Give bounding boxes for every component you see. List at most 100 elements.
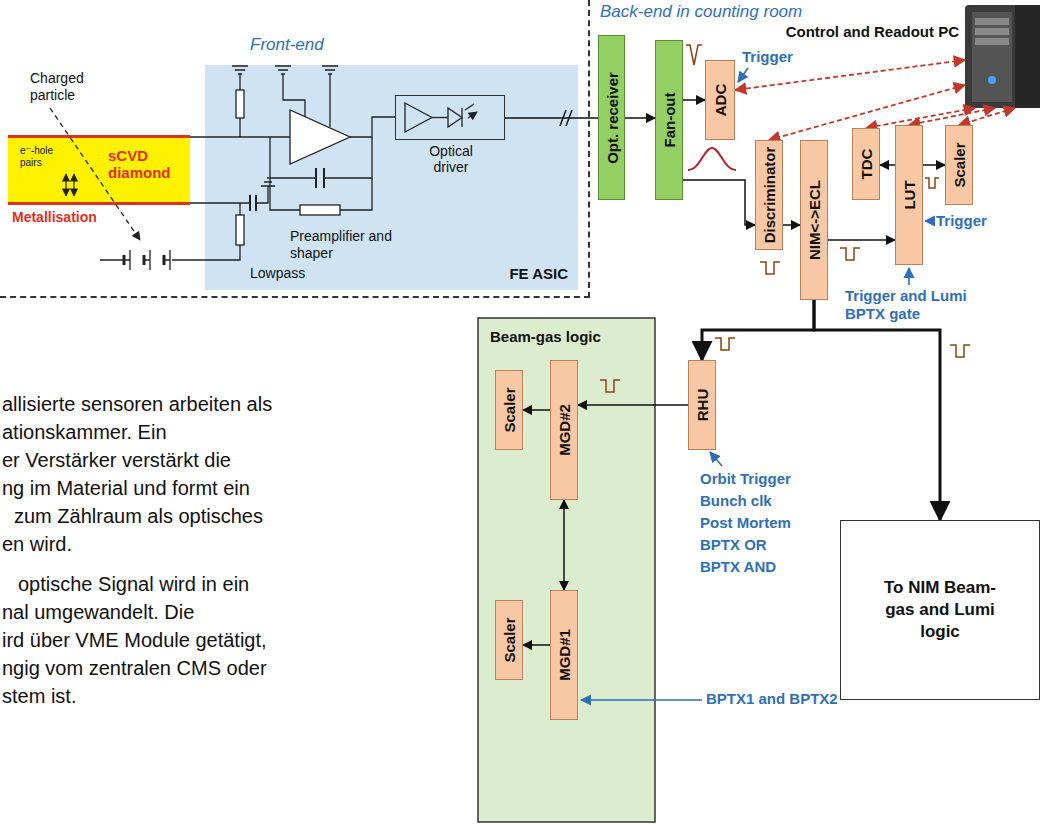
- signal-line: [828, 239, 895, 241]
- fe-circuit: [239, 203, 240, 215]
- fe-circuit: [232, 66, 248, 90]
- fe-circuit: [300, 205, 340, 215]
- node-text: Scaler: [501, 387, 518, 432]
- node-text: NIM<->ECL: [806, 180, 823, 260]
- discriminator-box: Discriminator: [755, 140, 783, 250]
- note-text: ationskammer. Ein: [2, 421, 167, 444]
- leader-arrows: [710, 452, 722, 466]
- scaler-box: Scaler: [945, 125, 973, 205]
- node-text: Front-end: [250, 35, 324, 55]
- fe-circuit: [190, 202, 250, 203]
- part-label: Lowpass: [250, 265, 305, 281]
- pulse-shapes: [715, 338, 735, 350]
- fe-circuit: [322, 66, 338, 127]
- signal-label: Trigger: [742, 48, 793, 65]
- signal-label: Trigger: [936, 212, 987, 229]
- node-text: Scaler: [501, 617, 518, 662]
- signal-label: Post Mortem: [700, 514, 791, 531]
- panel-fills: [205, 65, 655, 822]
- node-text: MGD#1: [556, 629, 573, 681]
- signal-label: BPTX AND: [700, 558, 776, 575]
- panel-fills: [205, 65, 578, 290]
- signal-line: [505, 117, 598, 119]
- fe-circuit: [290, 110, 350, 164]
- signal-line: [563, 500, 565, 590]
- fe-circuit: [236, 90, 244, 118]
- signal-line: [683, 180, 755, 225]
- part-label: Charged particle: [30, 70, 100, 104]
- node-text: Beam-gas logic: [490, 328, 601, 345]
- optical-driver-box: Optical driver: [395, 95, 505, 140]
- signal-label: Bunch clk: [700, 492, 772, 509]
- leader-arrows: [581, 699, 702, 701]
- pulse-shapes: [950, 345, 970, 357]
- converter-box: NIM<->ECL: [800, 140, 828, 300]
- fe-circuit: [350, 117, 395, 137]
- node-text: Control and Readout PC: [786, 23, 959, 40]
- fe-circuit: [405, 103, 432, 132]
- rhu-box: RHU: [688, 360, 716, 450]
- diamond-sensor: [73, 174, 74, 196]
- mgd-box: MGD#1: [550, 590, 578, 720]
- signal-line: [880, 164, 895, 166]
- control-link: [959, 108, 1015, 125]
- fe-circuit: [270, 137, 372, 178]
- note-text: ng im Material und formt ein: [2, 477, 250, 500]
- diamond-sensor: [8, 135, 190, 138]
- scaler-box: Scaler: [495, 370, 523, 450]
- fe-circuit: [256, 178, 275, 203]
- pulse-shapes: [840, 248, 860, 260]
- signal-label: BPTX1 and BPTX2: [706, 690, 838, 707]
- panel-fills: [478, 318, 655, 822]
- part-label: Preamplifier and shaper: [290, 228, 410, 262]
- node-text: ADC: [712, 84, 729, 117]
- fe-circuit: [100, 259, 170, 260]
- pc-tower: [965, 5, 1040, 108]
- part-label: Back-end in counting room: [600, 2, 802, 22]
- fe-circuit: [461, 108, 462, 127]
- pc-tower: [975, 38, 1009, 45]
- diamond-sensor: [8, 135, 190, 205]
- leader-arrows: [925, 220, 934, 222]
- pulse-shapes: [688, 148, 736, 170]
- signal-line: [702, 300, 814, 360]
- note-text: ngig vom zentralen CMS oder: [2, 657, 267, 680]
- signal-label: Orbit Trigger: [700, 470, 791, 487]
- mgd-box: MGD#2: [550, 360, 578, 500]
- computer-icon: Control and Readout PC: [965, 5, 1040, 108]
- pulse-shapes: [600, 380, 620, 392]
- pulse-shapes: [686, 45, 702, 65]
- note-text: optische Signal wird in ein: [18, 573, 249, 596]
- note-text: zum Zählraum als optisches: [14, 505, 263, 528]
- fanout-box: Fan-out: [655, 40, 683, 200]
- note-text: nal umgewandelt. Die: [2, 601, 194, 624]
- fe-circuit: [465, 104, 477, 118]
- fe-circuit: [236, 215, 244, 245]
- node-text: To NIM Beam-gas and Lumi logic: [878, 577, 1003, 643]
- signal-line: [578, 404, 688, 406]
- diamond-sensor: [65, 174, 66, 196]
- node-text: sCVD diamond: [108, 147, 188, 181]
- leader-arrows: [738, 68, 748, 82]
- note-text: er Verstärker verstärkt die: [2, 449, 231, 472]
- node-text: Scaler: [951, 142, 968, 187]
- fe-circuit: [239, 118, 240, 137]
- node-text: Fan-out: [661, 93, 678, 148]
- signal-line: [683, 99, 705, 101]
- asic-box: FE ASICOptical driver: [205, 65, 578, 290]
- signal-line: [923, 164, 945, 166]
- pc-tower: [988, 76, 996, 84]
- diamond-sensor: [8, 135, 190, 205]
- signal-line: [814, 300, 940, 520]
- diamond-sensor: [8, 202, 190, 205]
- leader-arrows: [908, 268, 910, 285]
- logic-panel: Beam-gas logicScalerMGD#2ScalerMGD#1: [478, 318, 655, 822]
- signal-line: [783, 224, 800, 226]
- note-text: en wird.: [2, 533, 72, 556]
- fe-circuit: [448, 108, 462, 127]
- pc-tower: [972, 12, 1012, 102]
- signal-line: [625, 117, 655, 119]
- fe-circuit: [316, 168, 324, 188]
- fe-circuit: [100, 66, 572, 270]
